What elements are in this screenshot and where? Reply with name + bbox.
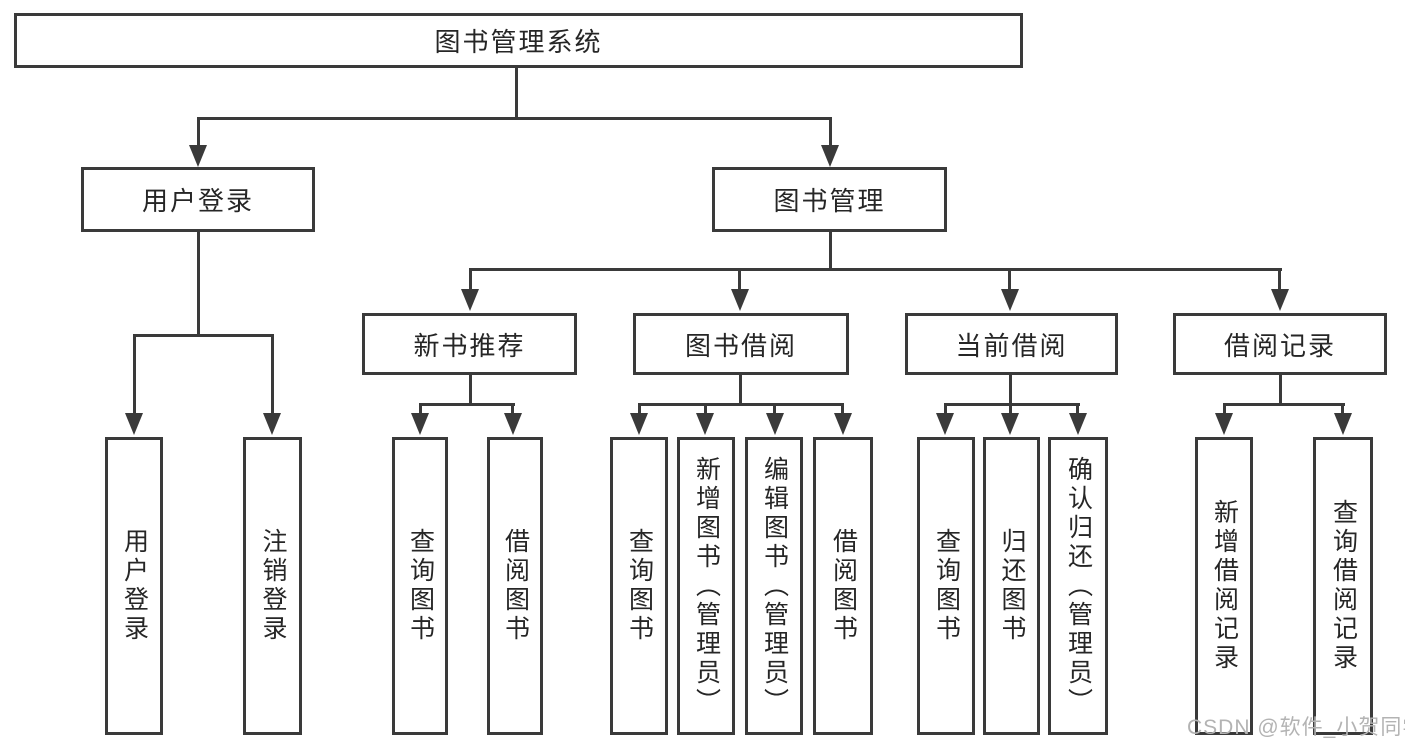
arrowhead-bb-add [696,413,714,435]
arrowhead-book-management [821,145,839,167]
arrowhead-user-login [189,145,207,167]
arrowhead-bb-edit [766,413,784,435]
connector-bookmgmt-vline [829,232,832,271]
connector-bookmgmt-hline [469,268,1282,271]
node-logout: 注销登录 [243,437,302,735]
connector-stem-bb-query [638,403,641,417]
node-records-add-record: 新增借阅记录 [1195,437,1253,735]
connector-stem-bb-add [704,403,707,417]
connector-stem-nb-query [419,403,422,417]
arrowhead-current-borrowing [1001,289,1019,311]
connector-borrowing-vline [739,375,742,405]
connector-current-hline [944,403,1080,406]
connector-stem-borrow-records [1278,268,1281,292]
watermark: CSDN @软件_小贺同学 [1187,716,1405,739]
node-borrow-records: 借阅记录 [1173,313,1387,375]
arrowhead-new-book [461,289,479,311]
arrowhead-br-add [1215,413,1233,435]
arrowhead-borrow-records [1271,289,1289,311]
node-newbook-borrow-books: 借阅图书 [487,437,543,735]
connector-stem-bb-edit [773,403,776,417]
connector-records-hline [1223,403,1345,406]
connector-root-vline [515,68,518,118]
arrowhead-nb-borrow [504,413,522,435]
arrowhead-cb-query [936,413,954,435]
node-borrowing-query-books: 查询图书 [610,437,668,735]
arrowhead-login [125,413,143,435]
connector-stem-nb-borrow [511,403,514,417]
connector-newbook-hline [419,403,515,406]
connector-root-hline [197,117,832,120]
connector-borrowing-hline [638,403,844,406]
arrowhead-br-query [1334,413,1352,435]
arrowhead-cb-return [1001,413,1019,435]
arrowhead-cb-confirm [1069,413,1087,435]
node-current-query-books: 查询图书 [917,437,975,735]
connector-stem-user-login [197,117,200,149]
connector-stem-book-borrowing [738,268,741,292]
connector-stem-cb-return [1009,403,1012,417]
arrowhead-nb-query [411,413,429,435]
node-records-query-record: 查询借阅记录 [1313,437,1373,735]
connector-stem-bb-borrow [841,403,844,417]
node-borrowing-edit-books: 编辑图书（管理员） [745,437,803,735]
connector-stem-new-book [469,268,472,292]
node-user-login: 用户登录 [81,167,315,232]
arrowhead-bb-borrow [834,413,852,435]
connector-stem-cb-query [944,403,947,417]
node-library-system: 图书管理系统 [14,13,1023,68]
node-book-management: 图书管理 [712,167,947,232]
node-book-borrowing: 图书借阅 [633,313,849,375]
connector-stem-br-query [1341,403,1344,417]
connector-stem-current-borrowing [1008,268,1011,292]
connector-userlogin-hline [133,334,274,337]
node-borrowing-add-books: 新增图书（管理员） [677,437,735,735]
arrowhead-bb-query [630,413,648,435]
node-current-confirm-return: 确认归还（管理员） [1048,437,1108,735]
node-new-book-recommendation: 新书推荐 [362,313,577,375]
connector-stem-logout [271,334,274,416]
arrowhead-book-borrowing [731,289,749,311]
node-newbook-query-books: 查询图书 [392,437,448,735]
connector-records-vline [1279,375,1282,405]
connector-newbook-vline [469,375,472,405]
connector-stem-book-management [829,117,832,149]
node-user-login-leaf: 用户登录 [105,437,163,735]
connector-stem-br-add [1223,403,1226,417]
node-borrowing-borrow-books: 借阅图书 [813,437,873,735]
node-current-return-books: 归还图书 [983,437,1040,735]
arrowhead-logout [263,413,281,435]
connector-stem-cb-confirm [1076,403,1079,417]
connector-current-vline [1009,375,1012,405]
connector-stem-login [133,334,136,416]
node-current-borrowing: 当前借阅 [905,313,1118,375]
connector-userlogin-vline [197,232,200,337]
